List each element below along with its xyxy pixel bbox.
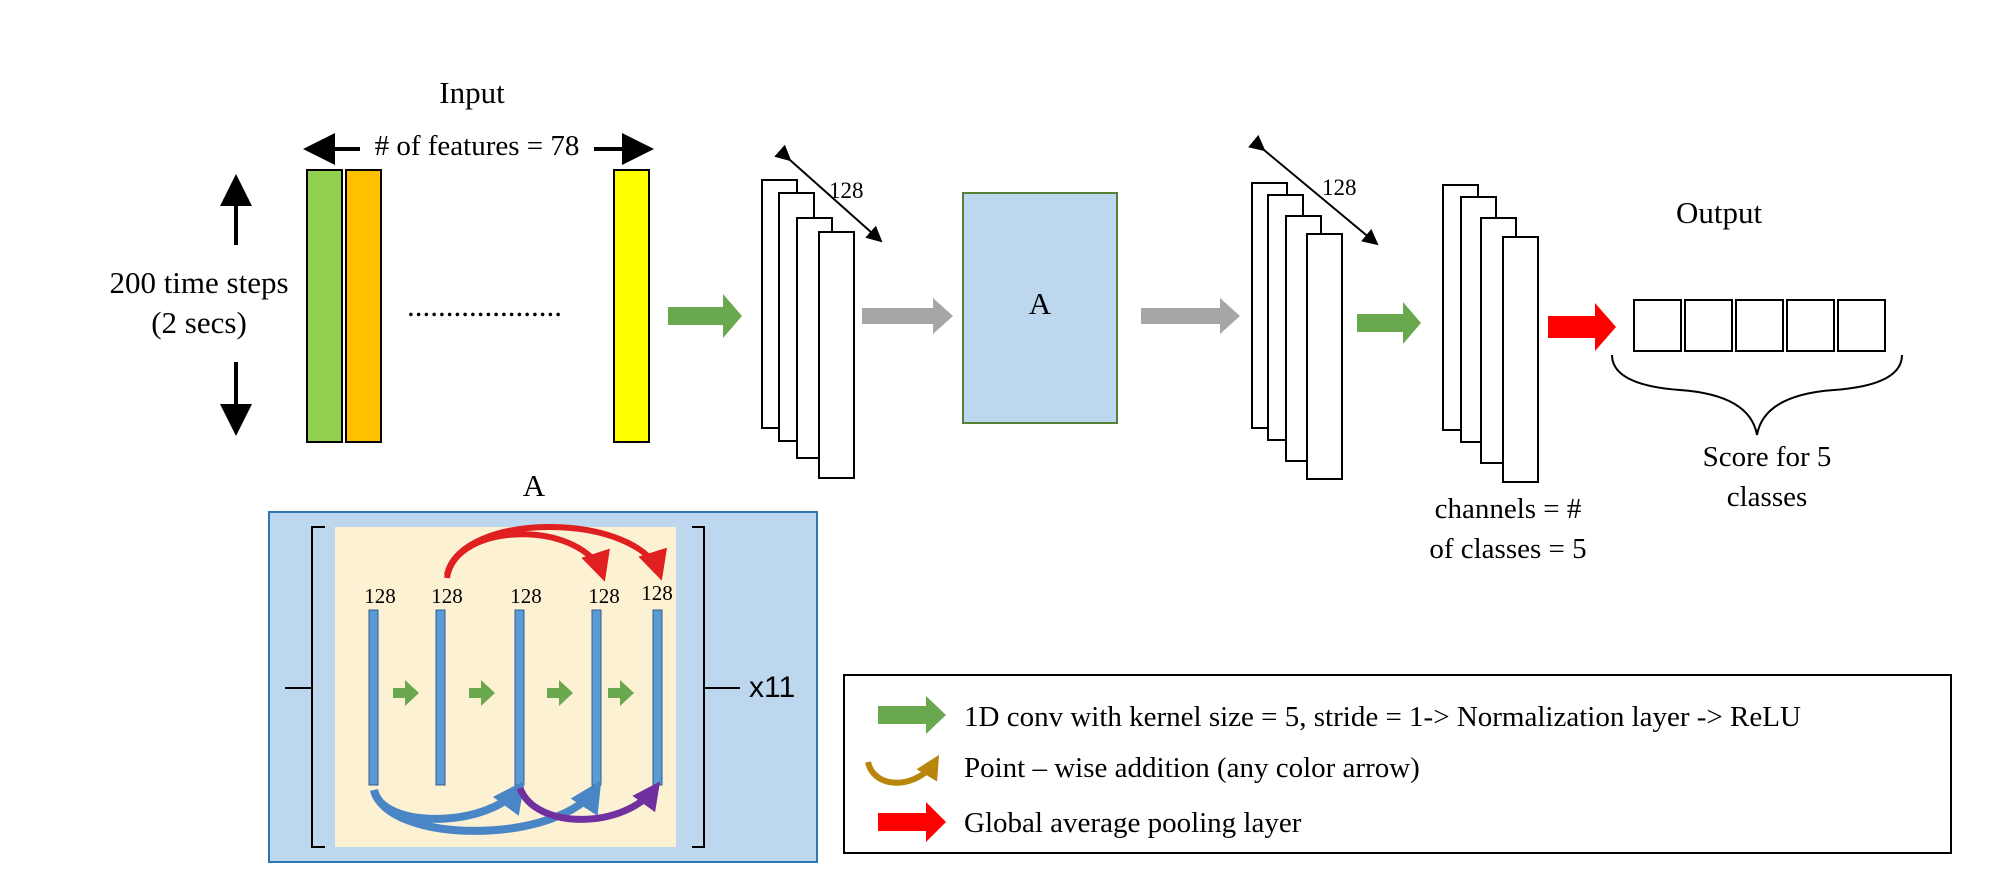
block-a-label: A	[1029, 286, 1052, 321]
time-secs-label: (2 secs)	[151, 305, 247, 340]
detail-layer-label-1: 128	[364, 584, 396, 608]
output-score-box-5	[1837, 299, 1886, 352]
conv-arrow-1	[668, 294, 742, 338]
output-score-box-1	[1633, 299, 1682, 352]
legend-pool-arrow-icon	[878, 802, 946, 842]
legend-pool-text: Global average pooling layer	[964, 807, 1302, 839]
stack2-depth-arrow	[1248, 134, 1379, 246]
output-title: Output	[1676, 195, 1763, 230]
feature-bar-green	[306, 169, 343, 443]
detail-layer-bar-1	[368, 609, 379, 786]
legend-box	[843, 674, 1952, 854]
stack1-layer-4	[818, 231, 855, 479]
block-a	[962, 192, 1118, 424]
skip-arrow-blue-2	[370, 780, 602, 835]
output-score-box-4	[1786, 299, 1835, 352]
class-stack-label-1: channels = #	[1435, 493, 1582, 525]
detail-layer-label-2: 128	[431, 584, 463, 608]
detail-conv-arrow-3	[547, 680, 573, 706]
detail-layer-label-5: 128	[641, 581, 673, 605]
detail-conv-arrow-4	[608, 680, 634, 706]
output-score-box-3	[1735, 299, 1784, 352]
legend-conv-text: 1D conv with kernel size = 5, stride = 1…	[964, 701, 1801, 733]
class-stack-label-2: of classes = 5	[1429, 533, 1586, 565]
score-label-1: Score for 5	[1703, 441, 1832, 473]
time-steps-label: 200 time steps	[109, 265, 288, 300]
feature-ellipsis: ....................	[407, 288, 562, 323]
output-score-box-2	[1684, 299, 1733, 352]
conv-arrow-2	[1357, 302, 1421, 344]
detail-title: A	[523, 468, 546, 503]
feature-bar-yellow	[613, 169, 650, 443]
score-label-2: classes	[1727, 481, 1808, 513]
detail-conv-arrow-1	[393, 680, 419, 706]
flow-arrow-2	[1141, 298, 1240, 334]
stack2-layer-4	[1306, 233, 1343, 480]
output-brace	[1611, 354, 1903, 436]
detail-layer-label-3: 128	[510, 584, 542, 608]
detail-layer-bar-2	[435, 609, 446, 786]
detail-layer-bar-5	[652, 609, 663, 786]
detail-layer-bar-3	[514, 609, 525, 786]
input-title: Input	[439, 75, 505, 110]
pool-arrow	[1548, 303, 1616, 351]
detail-layer-bar-4	[591, 609, 602, 786]
stack1-depth-arrow	[774, 144, 883, 243]
legend-conv-arrow-icon	[878, 696, 946, 734]
legend-add-text: Point – wise addition (any color arrow)	[964, 752, 1420, 784]
stack2-depth-label: 128	[1322, 175, 1357, 200]
class-stack-layer-4	[1502, 236, 1539, 483]
skip-arrow-red-2	[444, 524, 667, 581]
features-label: # of features = 78	[375, 130, 580, 162]
flow-arrow-1	[862, 298, 953, 334]
detail-conv-arrow-2	[469, 680, 495, 706]
detail-layer-label-4: 128	[588, 584, 620, 608]
feature-bar-orange	[345, 169, 382, 443]
stack1-depth-label: 128	[829, 178, 864, 203]
repeat-count: x11	[749, 671, 795, 704]
legend-add-arrow-icon	[865, 754, 940, 786]
skip-arrow-purple	[516, 781, 661, 823]
